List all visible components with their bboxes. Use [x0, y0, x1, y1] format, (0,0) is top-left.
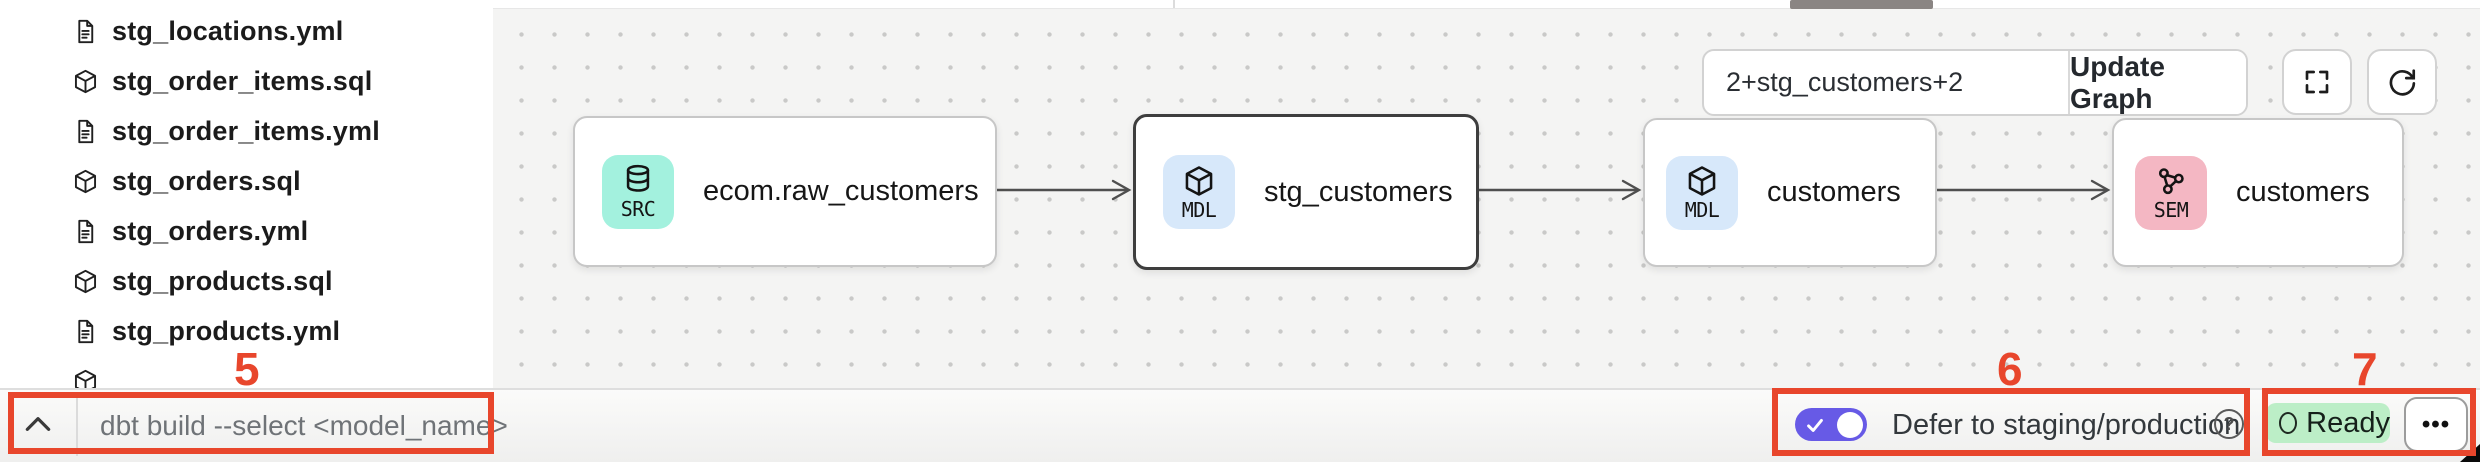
yml-file-icon [72, 318, 99, 345]
model-cube-icon [72, 368, 99, 388]
check-icon [1804, 414, 1826, 435]
file-row-stg-order-items-sql[interactable]: stg_order_items.sql [0, 56, 493, 106]
command-bar-divider [76, 396, 78, 456]
badge-label: MDL [1684, 198, 1720, 222]
lineage-node-source-raw-customers[interactable]: SRC ecom.raw_customers [573, 116, 997, 267]
more-menu-button[interactable]: ••• [2404, 397, 2468, 452]
node-label: stg_customers [1264, 175, 1453, 208]
pane-divider [1173, 0, 1175, 8]
lineage-selector-input[interactable]: 2+stg_customers+2 [1704, 51, 2070, 114]
database-icon [626, 164, 650, 192]
update-graph-button[interactable]: Update Graph [2070, 51, 2246, 114]
model-badge: MDL [1163, 155, 1235, 229]
status-badge[interactable]: Ready [2266, 403, 2390, 443]
badge-label: SRC [620, 197, 656, 221]
model-cube-icon [1185, 165, 1213, 196]
help-icon[interactable]: ? [2214, 409, 2244, 439]
node-label: ecom.raw_customers [703, 175, 979, 207]
badge-label: MDL [1181, 197, 1217, 222]
yml-file-icon [72, 218, 99, 245]
file-row-stg-locations-yml[interactable]: stg_locations.yml [0, 6, 493, 56]
file-name: stg_orders.yml [112, 215, 309, 246]
file-name: stg_products.sql [112, 265, 333, 296]
lineage-node-customers-model[interactable]: MDL customers [1643, 118, 1937, 267]
lineage-node-customers-semantic[interactable]: SEM customers [2112, 118, 2404, 267]
model-badge: MDL [1666, 155, 1738, 230]
semantic-model-icon [2158, 168, 2184, 195]
yml-file-icon [72, 118, 99, 145]
file-name: stg_products.yml [112, 315, 341, 346]
canvas-top-strip [493, 0, 2480, 9]
file-row-stg-products-sql[interactable]: stg_products.sql [0, 256, 493, 306]
dbt-command-input[interactable]: dbt build --select <model_name> [100, 410, 508, 441]
semantic-badge: SEM [2135, 155, 2207, 230]
refresh-button[interactable] [2367, 49, 2437, 115]
horizontal-scrollbar-thumb[interactable] [1790, 0, 1933, 9]
file-row-stg-orders-yml[interactable]: stg_orders.yml [0, 206, 493, 256]
edge-stg-to-customers [1473, 179, 1642, 201]
mouse-cursor [2460, 444, 2480, 462]
edge-customers-to-sem [1931, 179, 2111, 201]
file-row-stg-products-yml[interactable]: stg_products.yml [0, 306, 493, 356]
fullscreen-button[interactable] [2282, 49, 2352, 115]
node-label: customers [2236, 176, 2370, 208]
file-name: stg_order_items.yml [112, 115, 380, 146]
file-name: stg_locations.yml [112, 15, 344, 46]
file-row-clipped[interactable] [0, 356, 493, 388]
model-cube-icon [72, 68, 99, 95]
model-cube-icon [72, 168, 99, 195]
command-panel-expand-button[interactable] [22, 412, 54, 438]
file-name: stg_orders.sql [112, 165, 301, 196]
fullscreen-icon [2305, 70, 2329, 94]
defer-toggle[interactable] [1795, 408, 1867, 441]
refresh-icon [2389, 69, 2416, 96]
more-dots-icon: ••• [2421, 410, 2451, 438]
file-row-stg-order-items-yml[interactable]: stg_order_items.yml [0, 106, 493, 156]
lineage-selector-group: 2+stg_customers+2 Update Graph [1702, 49, 2248, 116]
node-label: customers [1767, 176, 1901, 208]
file-row-stg-orders-sql[interactable]: stg_orders.sql [0, 156, 493, 206]
lineage-node-stg-customers[interactable]: MDL stg_customers [1133, 114, 1479, 270]
model-cube-icon [72, 268, 99, 295]
status-circle-icon [2279, 412, 2298, 434]
chevron-up-icon [25, 417, 51, 431]
file-name: stg_order_items.sql [112, 65, 373, 96]
yml-file-icon [72, 18, 99, 45]
badge-label: SEM [2153, 198, 2189, 222]
model-cube-icon [1688, 166, 1716, 196]
source-badge: SRC [602, 154, 674, 229]
defer-label: Defer to staging/production [1892, 408, 2241, 441]
status-text: Ready [2306, 406, 2390, 439]
file-tree-sidebar: stg_locations.yml stg_order_items.sql st… [0, 0, 495, 388]
lineage-graph-canvas[interactable]: SRC ecom.raw_customers MDL stg_customers… [493, 0, 2480, 388]
toggle-knob [1837, 411, 1863, 438]
edge-src-to-stg [991, 179, 1132, 201]
